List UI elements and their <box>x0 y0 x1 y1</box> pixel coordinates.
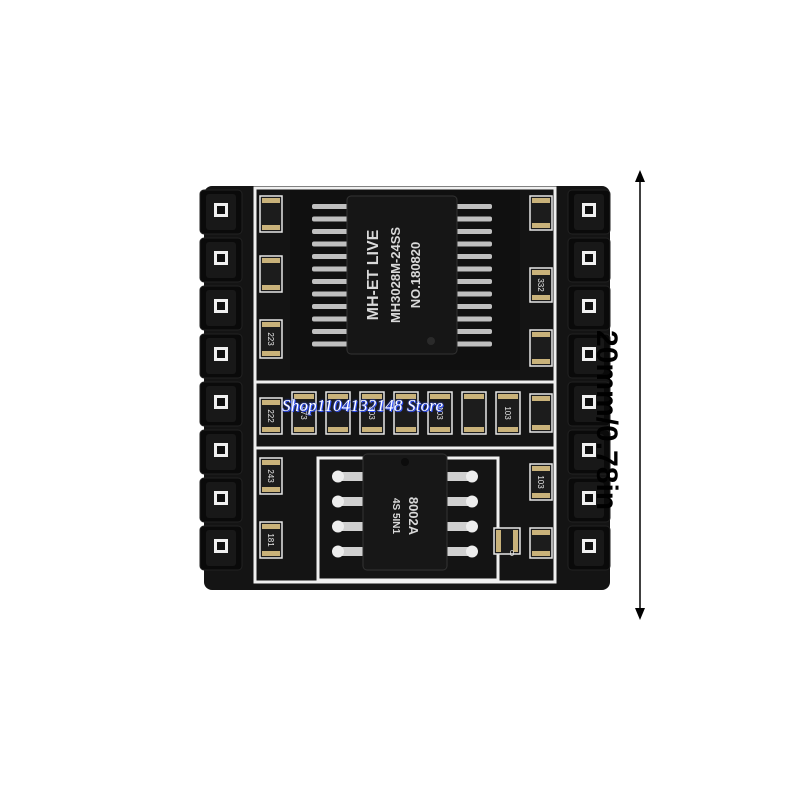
right-pin-header <box>567 189 611 571</box>
header-pin <box>567 285 611 331</box>
chip-leg <box>455 279 492 284</box>
smd-component <box>529 195 553 231</box>
chip-leg <box>312 254 349 259</box>
smd-component: 332 <box>529 267 553 303</box>
main-chip-line-1: MH-ET LIVE <box>365 229 382 320</box>
header-pin <box>199 429 243 475</box>
smd-component <box>493 527 521 555</box>
smd-label: 473 <box>299 406 308 420</box>
chip-leg <box>455 341 492 347</box>
chip-leg <box>312 279 349 284</box>
smd-label: 223 <box>266 332 275 346</box>
header-pin <box>199 285 243 331</box>
header-pin <box>199 237 243 283</box>
main-chip-line-3: NO.180820 <box>408 242 423 309</box>
amp-chip-line-2: 4S 5IN1 <box>390 498 401 535</box>
smd-component: 303 <box>359 391 385 435</box>
amp-pad <box>466 470 478 483</box>
chip-leg <box>312 229 349 234</box>
smd-component: 103 <box>529 463 553 501</box>
header-pin <box>199 525 243 571</box>
header-pin <box>567 381 611 427</box>
amp-pad <box>332 495 344 508</box>
chip-leg <box>455 329 492 334</box>
chip-leg <box>455 254 492 259</box>
smd-component: 103 <box>495 391 521 435</box>
amp-chip-line-1: 8002A <box>406 497 421 536</box>
chip-leg <box>312 241 349 247</box>
amp-pad <box>332 545 344 558</box>
chip-leg <box>455 204 492 209</box>
left-pin-header <box>199 189 243 571</box>
header-pin <box>567 237 611 283</box>
smd-label: 303 <box>367 406 376 420</box>
chip-leg <box>455 229 492 234</box>
amp-pad <box>332 470 344 483</box>
chip-leg <box>455 216 492 222</box>
store-watermark: Shop1104132148 Store <box>282 396 444 415</box>
smd-component <box>529 329 553 367</box>
header-pin <box>567 333 611 379</box>
smd-component <box>393 391 419 435</box>
main-chip-line-2: MH3028M-24SS <box>388 227 403 323</box>
smd-label: 0 <box>510 549 515 558</box>
amp-pad <box>332 520 344 533</box>
header-pin <box>567 525 611 571</box>
smd-label: 332 <box>536 278 545 292</box>
header-pin <box>567 189 611 235</box>
smd-component: 222 <box>259 397 283 435</box>
header-pin <box>199 381 243 427</box>
smd-component: 103 <box>427 391 453 435</box>
chip-leg <box>312 341 349 347</box>
dimension-label: 20mm/0.78in <box>590 330 623 511</box>
smd-label: 103 <box>503 406 512 420</box>
amp-chip: 8002A 4S 5IN1 <box>332 453 478 571</box>
chip-leg <box>312 329 349 334</box>
chip-leg <box>455 291 492 297</box>
chip-leg <box>312 204 349 209</box>
header-pin <box>199 477 243 523</box>
smd-component <box>325 391 351 435</box>
smd-label: 103 <box>536 475 545 489</box>
header-pin <box>199 333 243 379</box>
chip-leg <box>455 266 492 272</box>
amp-pad <box>466 495 478 508</box>
header-pin <box>567 429 611 475</box>
smd-component <box>529 527 553 559</box>
smd-component: 181 <box>259 521 283 559</box>
smd-component <box>259 195 283 233</box>
chip-leg <box>312 216 349 222</box>
chip-leg <box>455 316 492 322</box>
main-chip: MH-ET LIVE MH3028M-24SS NO.180820 <box>312 195 492 355</box>
smd-label: 243 <box>266 469 275 483</box>
chip-leg <box>312 316 349 322</box>
smd-component <box>259 255 283 293</box>
chip-leg <box>455 241 492 247</box>
amp-pad <box>466 545 478 558</box>
amp-pad <box>466 520 478 533</box>
chip-leg <box>455 304 492 309</box>
chip-leg <box>312 304 349 309</box>
smd-label: 222 <box>266 409 275 423</box>
dimension-arrow <box>635 170 645 620</box>
header-pin <box>567 477 611 523</box>
smd-component <box>529 393 553 433</box>
chip-leg <box>312 291 349 297</box>
smd-label: 103 <box>435 406 444 420</box>
smd-label: 181 <box>266 533 275 547</box>
chip-leg <box>312 266 349 272</box>
header-pin <box>199 189 243 235</box>
smd-component: 473 <box>291 391 317 435</box>
smd-component: 223 <box>259 319 283 359</box>
smd-components: 223 222 243 181 332 103 473 303 103 103 0 <box>259 195 553 559</box>
smd-component: 243 <box>259 457 283 495</box>
smd-component <box>461 391 487 435</box>
